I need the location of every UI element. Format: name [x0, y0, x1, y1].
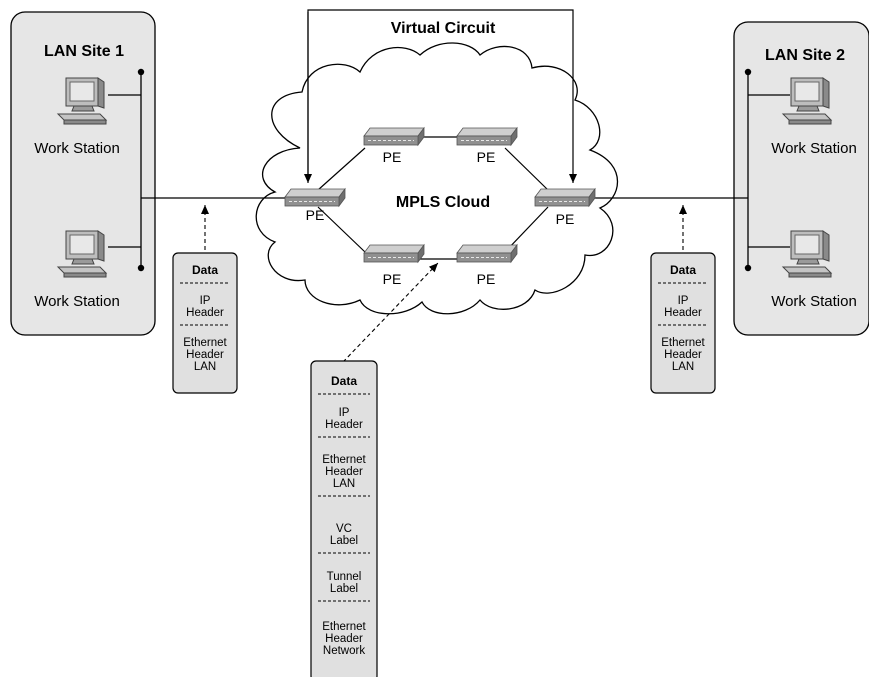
router-icon: [456, 127, 518, 146]
site-2-title: LAN Site 2: [765, 47, 845, 64]
site-2-box: [733, 21, 869, 336]
lan-site-1: LAN Site 1 Work Station Work Station: [10, 11, 156, 336]
workstation-label: Work Station: [771, 293, 857, 310]
router-icon: [456, 244, 518, 263]
router-icon: [284, 188, 346, 207]
workstation-label: Work Station: [34, 140, 120, 157]
workstation-label: Work Station: [34, 293, 120, 310]
router-icon: [363, 127, 425, 146]
packet-field-label: Data: [331, 374, 357, 388]
packet-arrow-center: [342, 262, 439, 363]
pe-label: PE: [477, 271, 496, 287]
bus-end-dot: [137, 68, 145, 76]
virtual-circuit: Virtual Circuit: [304, 9, 577, 183]
bus-end-dot: [744, 264, 752, 272]
workstation-label: Work Station: [771, 140, 857, 157]
pe-routers: PE PE PE PE PE PE: [284, 127, 596, 287]
virtual-circuit-label: Virtual Circuit: [391, 20, 496, 37]
packet-field-label: Data: [670, 263, 696, 277]
router-icon: [534, 188, 596, 207]
pe-label: PE: [556, 211, 575, 227]
packet-field-label: Data: [192, 263, 218, 277]
pe-label: PE: [383, 149, 402, 165]
pe-label: PE: [477, 149, 496, 165]
router-icon: [363, 244, 425, 263]
pe-label: PE: [383, 271, 402, 287]
site-1-box: [10, 11, 156, 336]
lan-site-2: LAN Site 2 Work Station Work Station: [733, 21, 869, 336]
mpls-cloud-label: MPLS Cloud: [396, 194, 490, 211]
pe-ring-links: [317, 136, 549, 260]
mpls-cloud: [255, 42, 618, 315]
pe-label: PE: [306, 207, 325, 223]
bus-end-dot: [744, 68, 752, 76]
bus-end-dot: [137, 264, 145, 272]
site-1-title: LAN Site 1: [44, 43, 124, 60]
